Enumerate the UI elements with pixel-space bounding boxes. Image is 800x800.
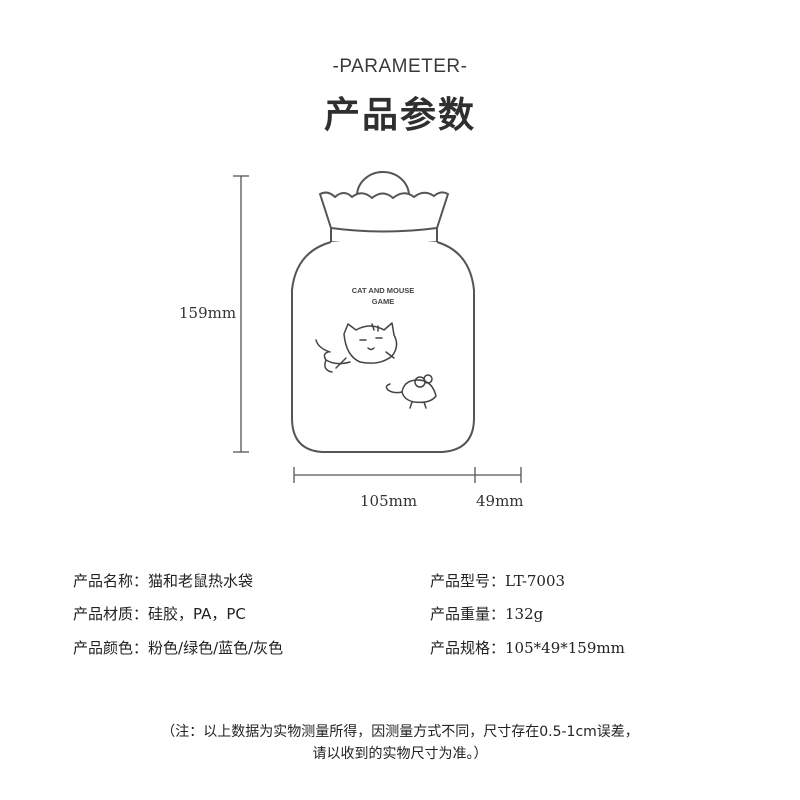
spec-model-label: 产品型号： — [430, 572, 506, 590]
spec-name-label: 产品名称： — [73, 572, 149, 590]
bottle-knob — [356, 171, 410, 197]
spec-size-label: 产品规格： — [430, 639, 506, 657]
spec-model: 产品型号：LT-7003 — [430, 570, 565, 591]
bottle-label-line2: GAME — [372, 297, 395, 306]
spec-color-value: 粉色/绿色/蓝色/灰色 — [148, 639, 284, 657]
note-line2: 请以收到的实物尺寸为准。） — [312, 746, 488, 762]
spec-size: 产品规格：105*49*159mm — [430, 637, 625, 658]
mouse-illustration — [385, 374, 437, 409]
note-line1: （注：以上数据为实物测量所得，因测量方式不同，尺寸存在0.5-1cm误差， — [161, 724, 639, 740]
height-dimension-line — [233, 175, 249, 453]
bottle-cap — [319, 191, 449, 233]
spec-weight: 产品重量：132g — [430, 603, 543, 624]
depth-label: 49mm — [476, 492, 524, 510]
spec-color-label: 产品颜色： — [73, 639, 149, 657]
section-title-en: -PARAMETER- — [332, 56, 468, 77]
cat-illustration — [315, 322, 398, 373]
spec-model-value: LT-7003 — [505, 572, 566, 590]
spec-material-label: 产品材质： — [73, 605, 149, 623]
height-label: 159mm — [179, 304, 237, 322]
spec-material: 产品材质：硅胶，PA，PC — [73, 603, 246, 624]
spec-name: 产品名称：猫和老鼠热水袋 — [73, 570, 253, 591]
width-dimension-line — [293, 467, 522, 483]
spec-size-value: 105*49*159mm — [505, 639, 625, 657]
bottle-body — [291, 241, 475, 453]
spec-weight-value: 132g — [505, 605, 544, 623]
spec-weight-label: 产品重量： — [430, 605, 506, 623]
spec-color: 产品颜色：粉色/绿色/蓝色/灰色 — [73, 637, 283, 658]
spec-name-value: 猫和老鼠热水袋 — [148, 572, 254, 590]
bottle-label-line1: CAT AND MOUSE — [352, 286, 415, 295]
section-title-cn: 产品参数 — [323, 95, 476, 136]
width-label: 105mm — [360, 492, 418, 510]
spec-material-value: 硅胶，PA，PC — [148, 605, 246, 623]
